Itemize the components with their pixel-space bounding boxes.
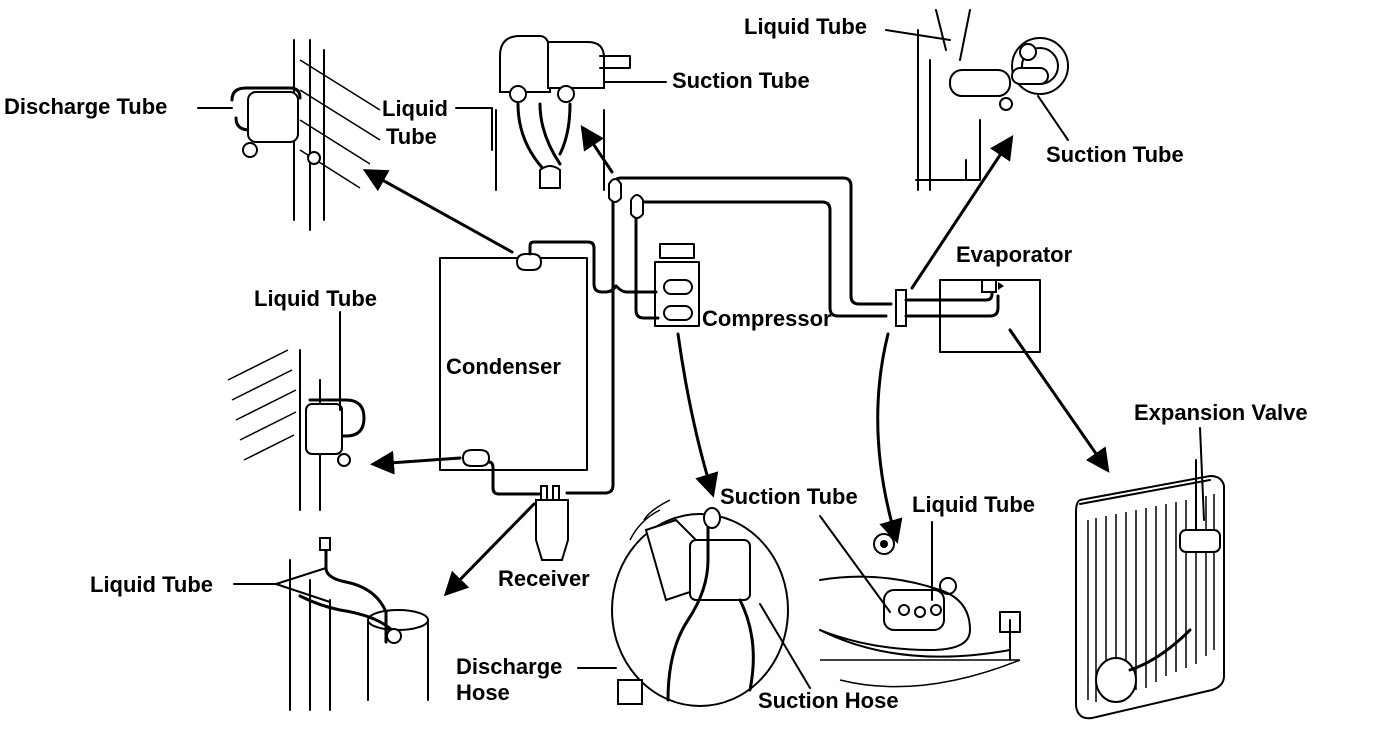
compressor-label: Compressor (702, 306, 832, 331)
liquid-tube-label-firewall: Liquid Tube (912, 492, 1036, 517)
liquid-tube-label-condenser-bottom: Liquid Tube (254, 286, 378, 311)
firewall-detail (819, 533, 1021, 688)
condenser-box (439, 253, 588, 471)
suction-tube-label-compressor: Suction Tube (720, 484, 858, 509)
discharge-hose-label-line1: Discharge (456, 654, 563, 679)
top-line-joint-detail (495, 35, 631, 191)
evaporator-inlet-detail (915, 9, 1069, 191)
suction-tube-label-evap: Suction Tube (1046, 142, 1184, 167)
detail-arrows (362, 125, 1110, 597)
condenser-inlet-detail (230, 39, 381, 231)
compressor-detail (611, 499, 789, 707)
suction-tube-label-top: Suction Tube (672, 68, 810, 93)
evaporator-unit-detail (1075, 459, 1225, 720)
liquid-tube-label-receiver: Liquid Tube (90, 572, 214, 597)
condenser-outlet-detail (227, 339, 366, 511)
liquid-tube-label-line1: Liquid (382, 96, 448, 121)
evaporator-label: Evaporator (956, 242, 1073, 267)
suction-hose-label: Suction Hose (758, 688, 899, 713)
expansion-valve-label: Expansion Valve (1134, 400, 1308, 425)
evaporator-symbol (895, 279, 1041, 353)
receiver-detail (289, 537, 429, 711)
liquid-tube-label-line2: Tube (386, 124, 437, 149)
liquid-tube-label-evap: Liquid Tube (744, 14, 868, 39)
refrigerant-lines (487, 176, 893, 561)
discharge-hose-label-line2: Hose (456, 680, 510, 705)
receiver-label: Receiver (498, 566, 590, 591)
condenser-label: Condenser (446, 354, 561, 379)
discharge-tube-label: Discharge Tube (4, 94, 168, 119)
leader-lines (197, 29, 1205, 689)
compressor-symbol (654, 243, 700, 327)
